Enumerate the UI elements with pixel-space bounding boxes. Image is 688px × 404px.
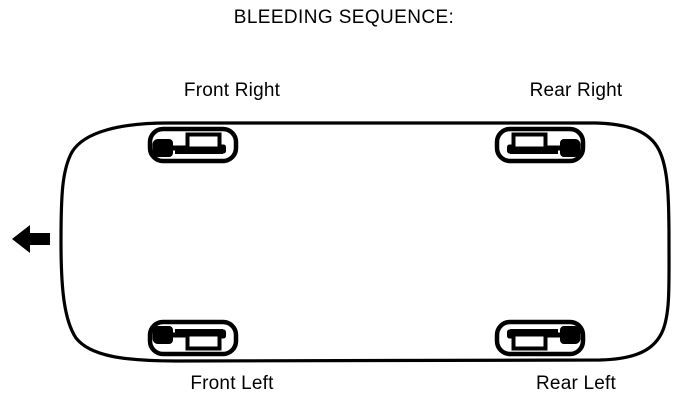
label-front-left: Front Left xyxy=(190,373,274,394)
label-rear-right: Rear Right xyxy=(529,80,623,101)
brake-assembly-rear-left-hit[interactable] xyxy=(494,319,586,357)
brake-assembly-front-left-hit[interactable] xyxy=(147,319,239,357)
brake-assembly-front-right-hit[interactable] xyxy=(147,126,239,164)
front-direction-arrow-hit xyxy=(8,222,56,256)
front-direction-arrow xyxy=(12,225,50,253)
label-rear-left: Rear Left xyxy=(536,373,616,394)
label-front-right: Front Right xyxy=(183,80,281,101)
brake-assembly-rear-right-hit[interactable] xyxy=(494,126,586,164)
page-title: BLEEDING SEQUENCE: xyxy=(233,7,455,28)
vehicle-body-outline xyxy=(59,121,671,363)
